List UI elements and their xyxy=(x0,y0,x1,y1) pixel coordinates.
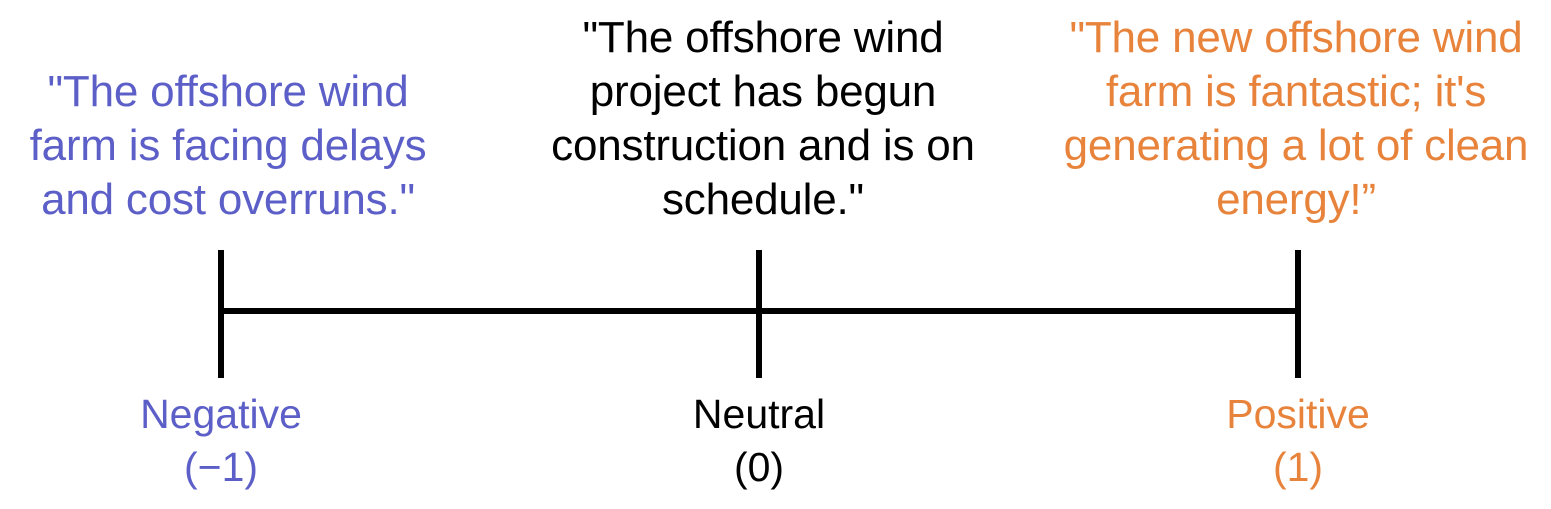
axis-tick-positive xyxy=(1295,250,1301,378)
axis-label-positive-value: (1) xyxy=(1272,444,1324,490)
axis-tick-neutral xyxy=(756,250,762,378)
axis-label-neutral-name: Neutral xyxy=(692,391,826,437)
axis-label-negative: Negative (−1) xyxy=(71,388,371,494)
axis-label-negative-value: (−1) xyxy=(183,444,259,490)
quote-positive: "The new offshore wind farm is fantastic… xyxy=(1063,13,1529,224)
quote-negative: "The offshore wind farm is facing delays… xyxy=(29,67,427,224)
axis-label-positive-name: Positive xyxy=(1226,391,1370,437)
axis-label-neutral-value: (0) xyxy=(733,444,785,490)
axis-label-negative-name: Negative xyxy=(140,391,302,437)
quote-neutral: "The offshore wind project has begun con… xyxy=(551,13,975,224)
axis-label-neutral: Neutral (0) xyxy=(609,388,909,494)
axis-tick-negative xyxy=(218,250,224,378)
axis-label-positive: Positive (1) xyxy=(1148,388,1448,494)
